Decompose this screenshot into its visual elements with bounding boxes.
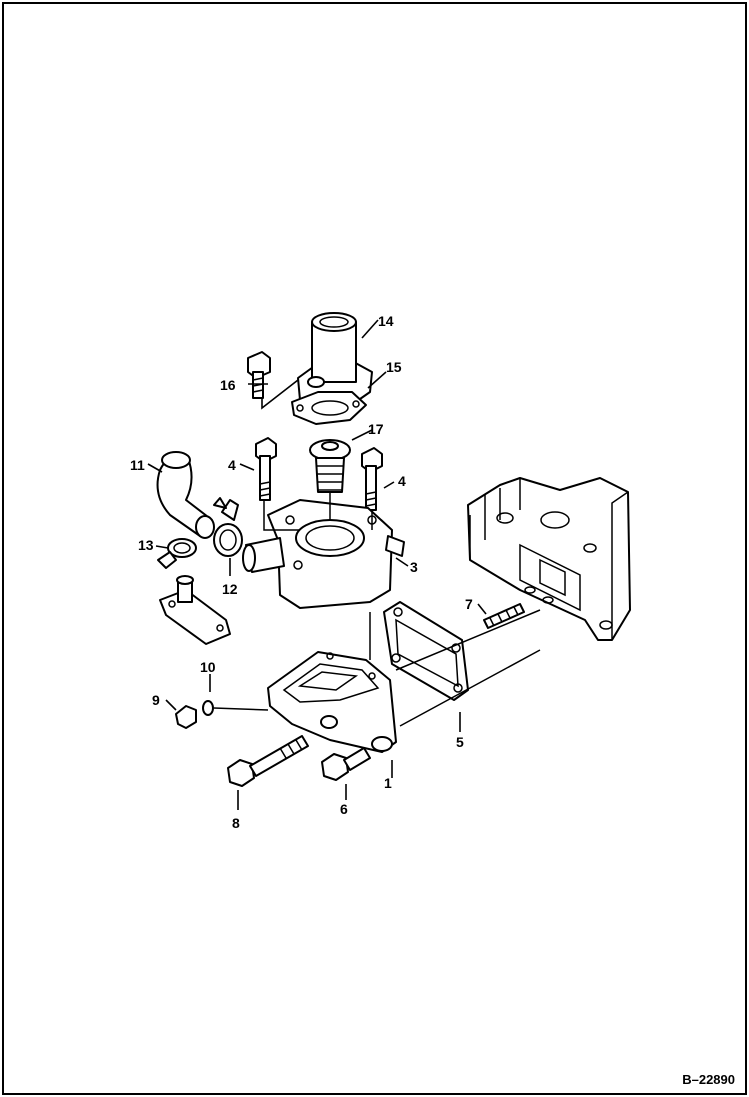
callout-4-left: 4 [228,457,236,473]
callout-17: 17 [368,421,384,437]
figure-reference: B–22890 [682,1072,735,1087]
part-4-bolt-right [361,447,383,511]
part-1-body [267,651,397,753]
part-8-bolt [227,735,309,787]
part-12-clamp [213,497,243,557]
engine-block [467,477,631,641]
callout-5: 5 [456,734,464,750]
callout-labels: 1 3 4 4 5 6 7 8 9 10 11 12 13 14 15 16 1… [130,313,473,831]
callout-3: 3 [410,559,418,575]
callout-9: 9 [152,692,160,708]
callout-1: 1 [384,775,392,791]
part-15-gasket [291,391,367,425]
part-16-bolt [247,351,271,399]
part-11-hose [156,451,215,539]
part-6-bolt [321,747,371,781]
part-10-washer [202,700,214,716]
part-5-gasket [383,601,469,701]
part-7-stud [483,603,525,629]
part-4-bolt-left [255,437,277,501]
callout-13: 13 [138,537,154,553]
part-13-clamp [157,538,197,569]
leader-lines [147,319,541,810]
part-3-housing [242,499,405,609]
callout-10: 10 [200,659,216,675]
bracket-plate [159,575,231,645]
part-9-plug [175,705,197,729]
callout-11: 11 [130,457,145,473]
callout-4-right: 4 [398,473,406,489]
callout-16: 16 [220,377,236,393]
callout-8: 8 [232,815,240,831]
callout-14: 14 [378,313,394,329]
callout-6: 6 [340,801,348,817]
callout-12: 12 [222,581,238,597]
part-17-thermostat [309,439,351,493]
callout-7: 7 [465,596,473,612]
callout-15: 15 [386,359,402,375]
